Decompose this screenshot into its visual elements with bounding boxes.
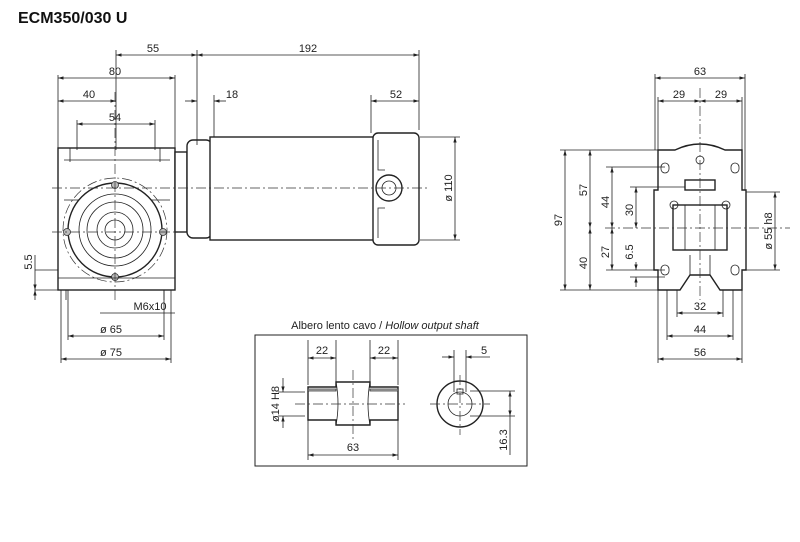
dim-56: 56 [694,347,706,359]
dim-27: 27 [600,246,612,258]
dim-55: 55 [147,43,159,55]
dim-29-right: 29 [715,89,727,101]
front-view: 55 192 80 40 18 52 54 ø 110 5.5 M6x10 ø … [23,43,460,363]
dim-80: 80 [109,66,121,78]
dim-57: 57 [578,184,590,196]
dim-97: 97 [553,214,565,226]
dim-16-3: 16.3 [498,429,510,450]
dim-52: 52 [390,89,402,101]
hollow-shaft-detail: Albero lento cavo / Hollow output shaft … [254,320,528,467]
hollow-shaft-caption: Albero lento cavo / Hollow output shaft [291,320,480,332]
dim-dia-65: ø 65 [100,324,122,336]
gearbox-body [57,147,176,300]
side-dimensions: 63 29 29 97 57 40 44 27 30 6.5 ø 55 h8 3… [553,66,780,363]
dim-5-5: 5.5 [23,254,35,269]
caption-italian: Albero lento cavo / [291,320,385,332]
dim-32: 32 [694,301,706,313]
dim-192: 192 [299,43,317,55]
side-view: 63 29 29 97 57 40 44 27 30 6.5 ø 55 h8 3… [553,66,790,363]
thread-m6x10: M6x10 [133,301,166,313]
dim-63: 63 [694,66,706,78]
dim-dia-110: ø 110 [443,174,455,201]
dim-40: 40 [83,89,95,101]
caption-english: Hollow output shaft [385,320,479,332]
motor-body [174,132,420,246]
dim-6-5: 6.5 [624,244,636,259]
dim-40: 40 [578,257,590,269]
dim-44: 44 [600,196,612,208]
dim-22-right: 22 [378,345,390,357]
dim-63-shaft: 63 [347,442,359,454]
dim-54: 54 [109,112,121,124]
dim-22-left: 22 [316,345,328,357]
dim-30: 30 [624,204,636,216]
dim-29-left: 29 [673,89,685,101]
dim-dia-75: ø 75 [100,347,122,359]
dim-44-bottom: 44 [694,324,706,336]
dim-5: 5 [481,345,487,357]
dim-dia-55-h8: ø 55 h8 [763,212,775,249]
drawing-title: ECM350/030 U [18,10,128,27]
dim-dia-14-h8: ø14 H8 [270,386,282,422]
front-dimensions: 55 192 80 40 18 52 54 ø 110 5.5 M6x10 ø … [23,43,460,363]
dim-18: 18 [226,89,238,101]
